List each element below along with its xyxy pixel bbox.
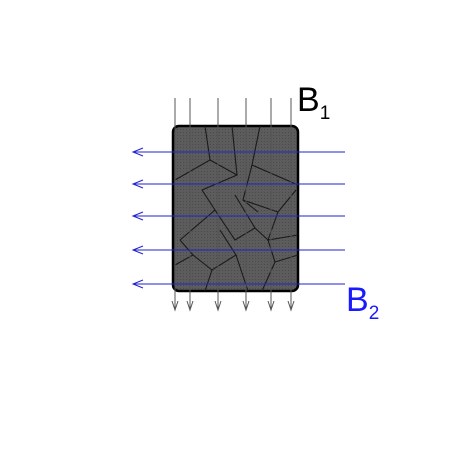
grain-boundary <box>254 227 269 241</box>
grain-boundary <box>242 164 297 213</box>
b2-label-main: B <box>346 281 369 319</box>
b2-arrowhead <box>131 279 144 289</box>
b2-field-line <box>131 179 345 189</box>
grain-boundary <box>261 261 276 292</box>
grain-boundary <box>192 229 237 271</box>
b2-label-sub: 2 <box>369 303 380 324</box>
b2-field-line <box>131 279 345 289</box>
b1-field-line <box>214 98 222 312</box>
b2-field-line <box>131 211 345 221</box>
b2-arrowhead <box>131 179 144 189</box>
b2-label: B2 <box>346 281 379 324</box>
polycrystalline-sample <box>171 124 300 293</box>
b1-arrowhead <box>267 300 275 312</box>
grain-boundary <box>214 194 256 241</box>
b1-field-line <box>186 98 194 312</box>
grain-boundary <box>209 159 238 176</box>
b1-label-main: B <box>297 81 320 119</box>
b2-arrowhead <box>131 211 144 221</box>
b1-arrowhead <box>214 300 222 312</box>
grain-boundary <box>204 269 213 292</box>
b1-arrowhead <box>242 300 250 312</box>
b2-field-line <box>131 245 345 255</box>
b1-field-line <box>242 98 250 312</box>
b1-arrowhead <box>186 300 194 312</box>
b1-field-line <box>287 98 295 312</box>
b1-label-sub: 1 <box>320 103 331 124</box>
b1-field-line <box>267 98 275 312</box>
b1-field-line <box>171 98 179 312</box>
b2-arrowhead <box>131 245 144 255</box>
b2-field-line <box>131 147 345 157</box>
b1-field-lines <box>171 98 295 312</box>
b1-arrowhead <box>287 300 295 312</box>
b1-arrowhead <box>171 300 179 312</box>
b1-label: B1 <box>297 81 330 124</box>
b2-arrowhead <box>131 147 144 157</box>
b2-field-lines <box>131 147 345 289</box>
